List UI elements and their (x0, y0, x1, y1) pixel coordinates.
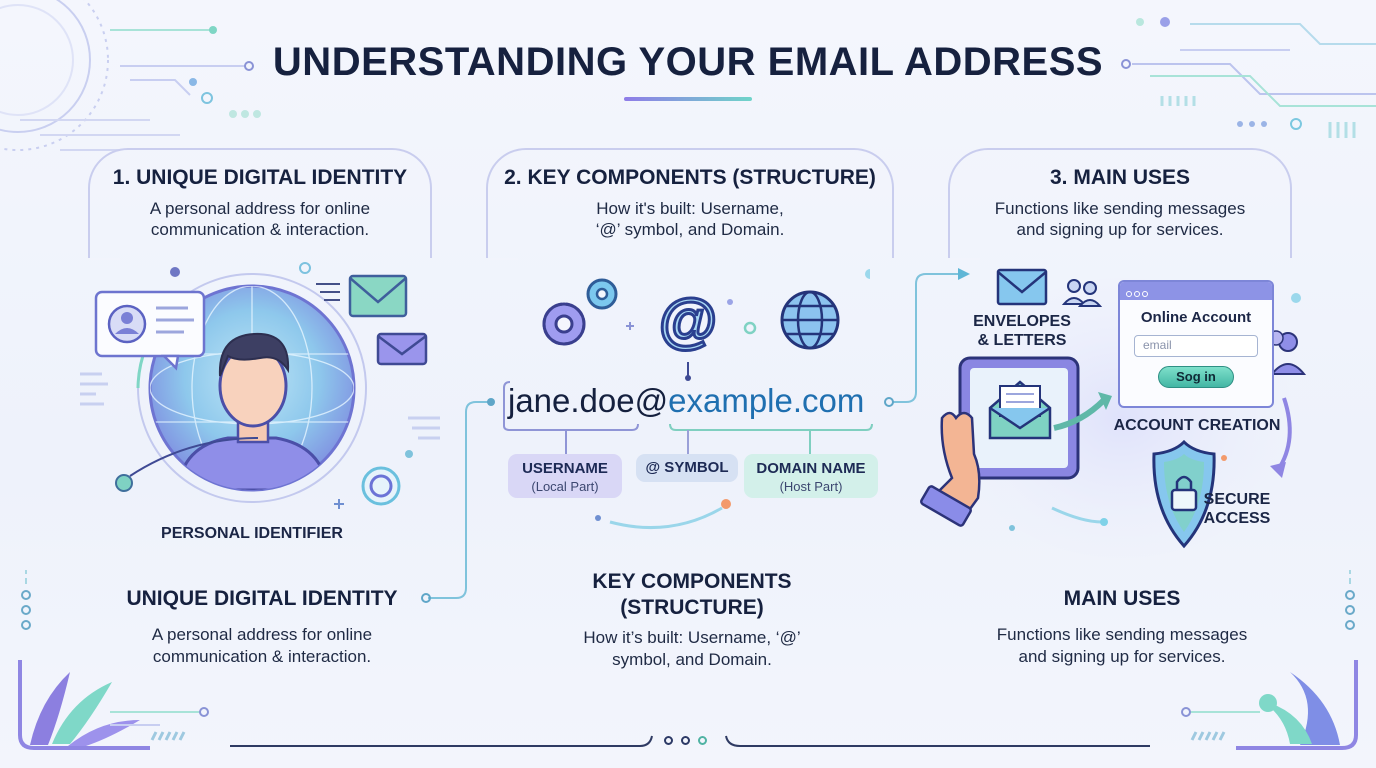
pagination-dot[interactable] (681, 736, 690, 745)
globe-icon (780, 290, 840, 350)
envelopes-letters-label: ENVELOPES & LETTERS (958, 312, 1086, 350)
at-symbol-part-badge: @ SYMBOL (636, 454, 738, 482)
pagination-dots (660, 730, 720, 745)
personal-identifier-label: PERSONAL IDENTIFIER (161, 525, 343, 542)
open-envelope-icon (988, 380, 1052, 440)
username-part-badge: USERNAME (Local Part) (508, 454, 622, 498)
components-icons: @ (542, 269, 870, 381)
pagination-dot[interactable] (664, 736, 673, 745)
panel-1-description-line2: communication & interaction. (150, 220, 370, 239)
email-brackets (503, 381, 873, 530)
email-input-field[interactable]: email (1134, 335, 1258, 357)
email-username: jane.doe (508, 382, 635, 419)
panel-1-frame (88, 148, 432, 260)
panel-2-frame (486, 148, 894, 260)
domain-part-sub: (Host Part) (779, 479, 843, 494)
panel-3-description-line2: and signing up for services. (1016, 220, 1224, 239)
bottom-2-text-line2: symbol, and Domain. (612, 650, 772, 669)
domain-part-badge: DOMAIN NAME (Host Part) (744, 454, 878, 498)
email-address-example: jane.doe@example.com (502, 378, 872, 428)
bottom-2-text-line1: How it’s built: Username, ‘@’ (583, 628, 801, 647)
bottom-3-text-line1: Functions like sending messages (996, 625, 1248, 644)
username-part-label: USERNAME (522, 460, 608, 477)
at-symbol-icon: @ (659, 287, 718, 354)
bottom-3-heading: MAIN USES (1063, 587, 1181, 610)
domain-part-label: DOMAIN NAME (756, 460, 866, 477)
personal-identity-illustration (80, 262, 440, 509)
arrow-icon (1053, 397, 1107, 431)
secure-access-label: SECURE ACCESS (1190, 490, 1284, 528)
account-creation-label: ACCOUNT CREATION (1113, 417, 1281, 434)
shield-lock-icon (1152, 439, 1216, 549)
username-part-sub: (Local Part) (531, 479, 599, 494)
panel-2-heading: 2. KEY COMPONENTS (STRUCTURE) (504, 166, 876, 189)
bottom-2-heading-line1: KEY COMPONENTS (592, 570, 792, 593)
title-underline (624, 97, 752, 101)
bottom-summary-2: KEY COMPONENTS (STRUCTURE) How it’s buil… (522, 569, 862, 671)
people-icon (1061, 279, 1103, 307)
panel-1-description-line1: A personal address for online (149, 199, 371, 218)
panel-3-header: 3. MAIN USES Functions like sending mess… (948, 166, 1292, 240)
profile-card-icon (94, 290, 206, 371)
envelope-icon (996, 268, 1048, 306)
bottom-1-heading: UNIQUE DIGITAL IDENTITY (126, 587, 398, 610)
panel-1-header: 1. UNIQUE DIGITAL IDENTITY A personal ad… (88, 166, 432, 240)
bottom-summary-3: MAIN USES Functions like sending message… (952, 586, 1292, 668)
account-card-title: Online Account (1140, 309, 1252, 326)
panel-1-heading: 1. UNIQUE DIGITAL IDENTITY (112, 166, 408, 189)
panel-3-frame (948, 148, 1292, 260)
online-account-card: Online Account email Sog in (1118, 280, 1274, 408)
bottom-1-text-line2: communication & interaction. (152, 647, 372, 666)
gear-icon (542, 302, 586, 346)
envelopes-label-line1: ENVELOPES (973, 313, 1071, 330)
panel-3-heading: 3. MAIN USES (1049, 166, 1191, 189)
panel-2-description-line2: ‘@’ symbol, and Domain. (595, 220, 785, 239)
secure-label-line2: ACCESS (1203, 510, 1271, 527)
bottom-1-text-line1: A personal address for online (151, 625, 373, 644)
bottom-summary-1: UNIQUE DIGITAL IDENTITY A personal addre… (92, 586, 432, 668)
sign-in-button[interactable]: Sog in (1158, 366, 1234, 388)
bottom-3-text-line2: and signing up for services. (1018, 647, 1226, 666)
pagination-dot[interactable] (698, 736, 707, 745)
panel-3-description-line1: Functions like sending messages (994, 199, 1246, 218)
page-title: UNDERSTANDING YOUR EMAIL ADDRESS (272, 40, 1104, 84)
panel-2-description-line1: How it's built: Username, (596, 199, 784, 218)
gear-icon (586, 278, 618, 310)
bottom-2-heading-line2: (STRUCTURE) (620, 596, 764, 619)
email-domain: example.com (668, 382, 865, 419)
envelope-icon (376, 332, 428, 366)
at-symbol-part-label: @ SYMBOL (645, 459, 729, 476)
panel-2-header: 2. KEY COMPONENTS (STRUCTURE) How it's b… (486, 166, 894, 240)
envelope-icon (316, 274, 408, 318)
envelopes-label-line2: & LETTERS (977, 332, 1067, 349)
secure-label-line1: SECURE (1203, 491, 1271, 508)
email-at: @ (634, 382, 669, 419)
window-titlebar (1120, 282, 1272, 300)
person-avatar-icon (176, 332, 330, 490)
